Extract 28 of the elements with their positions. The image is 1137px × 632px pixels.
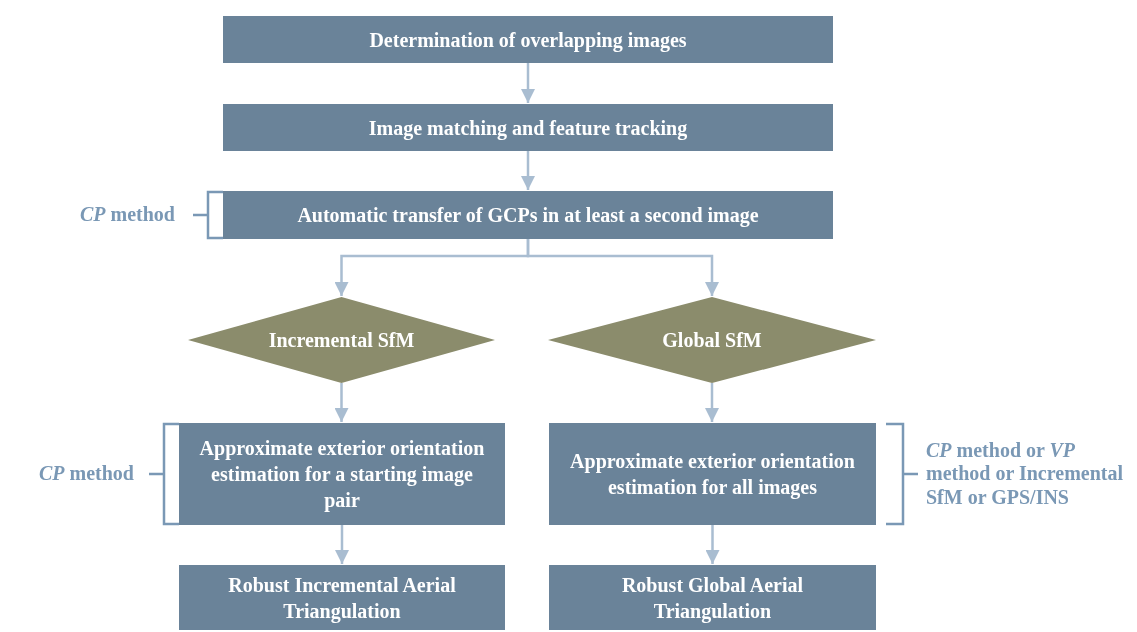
process-box bbox=[223, 191, 833, 239]
arrow bbox=[521, 151, 535, 190]
arrow bbox=[334, 383, 349, 422]
process-box bbox=[549, 423, 876, 525]
process-box bbox=[179, 565, 505, 630]
node-label: Robust Incremental Aerial Triangulation bbox=[227, 572, 457, 624]
side-note: CP method bbox=[38, 461, 134, 487]
process-box bbox=[549, 565, 876, 630]
node-label: Robust Global Aerial Triangulation bbox=[620, 572, 805, 624]
node-label: Image matching and feature tracking bbox=[368, 115, 688, 141]
process-box bbox=[223, 16, 833, 63]
node-label: Automatic transfer of GCPs in at least a second image bbox=[297, 203, 759, 228]
node-label: Global SfM bbox=[662, 328, 762, 353]
arrow bbox=[521, 63, 535, 103]
arrow bbox=[705, 383, 719, 422]
side-note: CP method or VP method or Incremental SfM or GPS/INS bbox=[926, 437, 1124, 510]
node-label: Determination of overlapping images bbox=[369, 27, 687, 53]
arrow bbox=[526, 239, 719, 296]
arrow bbox=[705, 525, 720, 564]
process-box bbox=[179, 423, 505, 525]
process-box bbox=[223, 104, 833, 151]
decision-diamond bbox=[548, 297, 876, 383]
side-note: CP method bbox=[79, 202, 175, 228]
node-label: Incremental SfM bbox=[268, 328, 415, 353]
node-label: Approximate exterior orientation estimation for all images bbox=[569, 449, 856, 500]
decision-diamond bbox=[188, 297, 495, 383]
arrow bbox=[335, 525, 349, 564]
node-label: Approximate exterior orientation estimation for a starting image pair bbox=[198, 436, 486, 513]
